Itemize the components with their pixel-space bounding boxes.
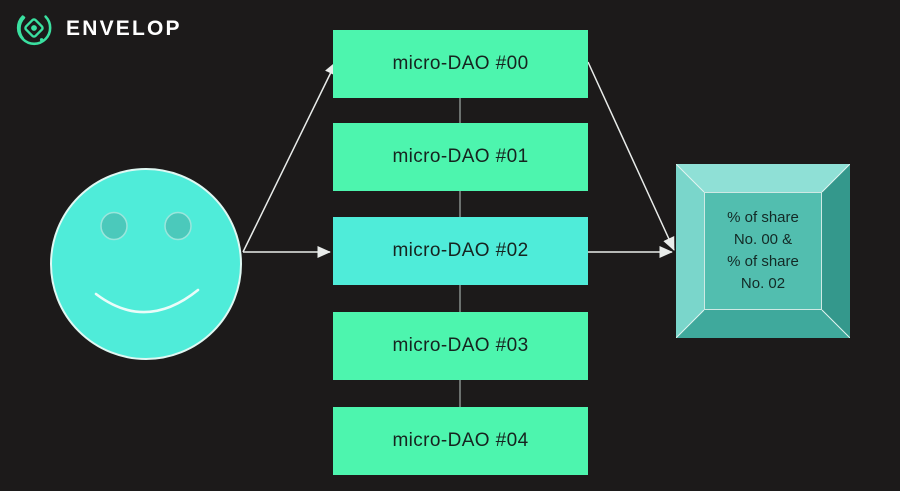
vault-line-1: % of share	[727, 209, 799, 226]
brand-logo: ENVELOP	[14, 8, 182, 48]
dao-box-04[interactable]: micro-DAO #04	[333, 407, 588, 475]
vault-line-2: No. 00 &	[733, 231, 793, 248]
vault-line-3: % of share	[727, 253, 799, 270]
arrow-dao-00-to-vault	[587, 61, 675, 251]
dao-box-01[interactable]: micro-DAO #01	[333, 123, 588, 191]
brand-wordmark: ENVELOP	[66, 16, 182, 40]
envelop-circle-diamond-logo-icon	[16, 15, 52, 45]
dao-box-02[interactable]: micro-DAO #02	[333, 217, 588, 285]
dao-box-03[interactable]: micro-DAO #03	[333, 312, 588, 380]
smiley-face-icon	[50, 168, 242, 360]
vault-label-panel: % of share No. 00 & % of share No. 02	[704, 192, 822, 310]
avatar	[48, 166, 244, 362]
vault-line-4: No. 02	[740, 275, 786, 292]
share-vault[interactable]: % of share No. 00 & % of share No. 02	[676, 164, 850, 338]
arrow-smiley-to-dao-00	[242, 61, 337, 253]
dao-box-00[interactable]: micro-DAO #00	[333, 30, 588, 98]
